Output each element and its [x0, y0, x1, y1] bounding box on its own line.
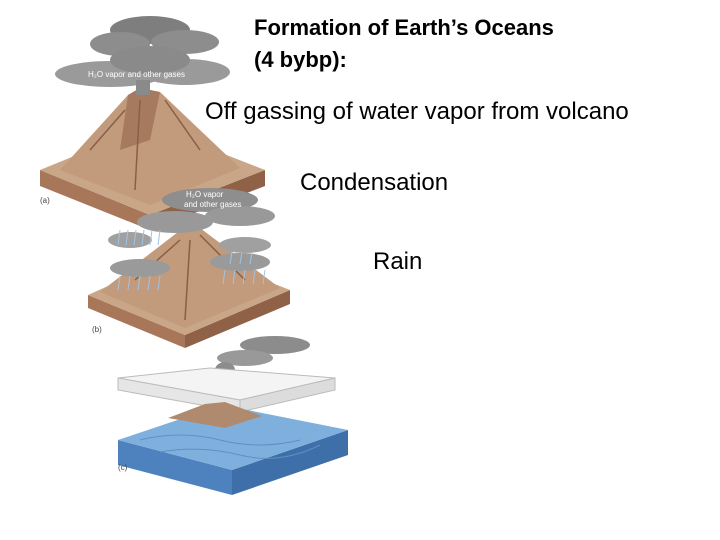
panel-a-gas-cloud: H₂O vapor and other gases — [55, 16, 230, 95]
slide-title: Formation of Earth’s Oceans (4 bybp): — [254, 12, 694, 76]
panel-b-cloud-label-2: and other gases — [184, 200, 241, 209]
stage-label-condensation: Condensation — [300, 169, 449, 196]
panel-b-tag: (b) — [92, 325, 102, 334]
stage-label-outgassing: Off gassing of water vapor from volcano — [205, 98, 629, 125]
panel-b-volcano — [100, 228, 280, 328]
panel-a: H₂O vapor and other gases (a) — [40, 16, 265, 230]
panel-c-tag: (c) — [118, 463, 128, 472]
panel-b-rain — [117, 229, 266, 291]
panel-a-volcano — [60, 88, 240, 205]
panel-b-clouds: H₂O vapor and other gases — [108, 188, 275, 277]
panel-b-block-right-side — [185, 290, 290, 348]
panel-c-island — [168, 402, 262, 428]
panel-b: H₂O vapor and other gases (b) — [88, 188, 290, 348]
panel-a-block-left-side — [40, 170, 150, 230]
panel-c-ocean-surface — [118, 405, 348, 470]
panel-a-tag: (a) — [40, 196, 50, 205]
slide-title-line-2: (4 bybp): — [254, 47, 347, 72]
panel-c-block-right-side — [232, 430, 348, 495]
panel-b-cloud-label-1: H₂O vapor — [186, 190, 224, 199]
stage-label-rain: Rain — [373, 248, 423, 275]
panel-b-block-left-side — [88, 295, 185, 348]
panel-a-cloud-label: H₂O vapor and other gases — [88, 70, 185, 79]
slide-title-line-1: Formation of Earth’s Oceans — [254, 15, 554, 40]
panel-c-block-left-side — [118, 440, 232, 495]
panel-c: (c) — [117, 336, 348, 495]
